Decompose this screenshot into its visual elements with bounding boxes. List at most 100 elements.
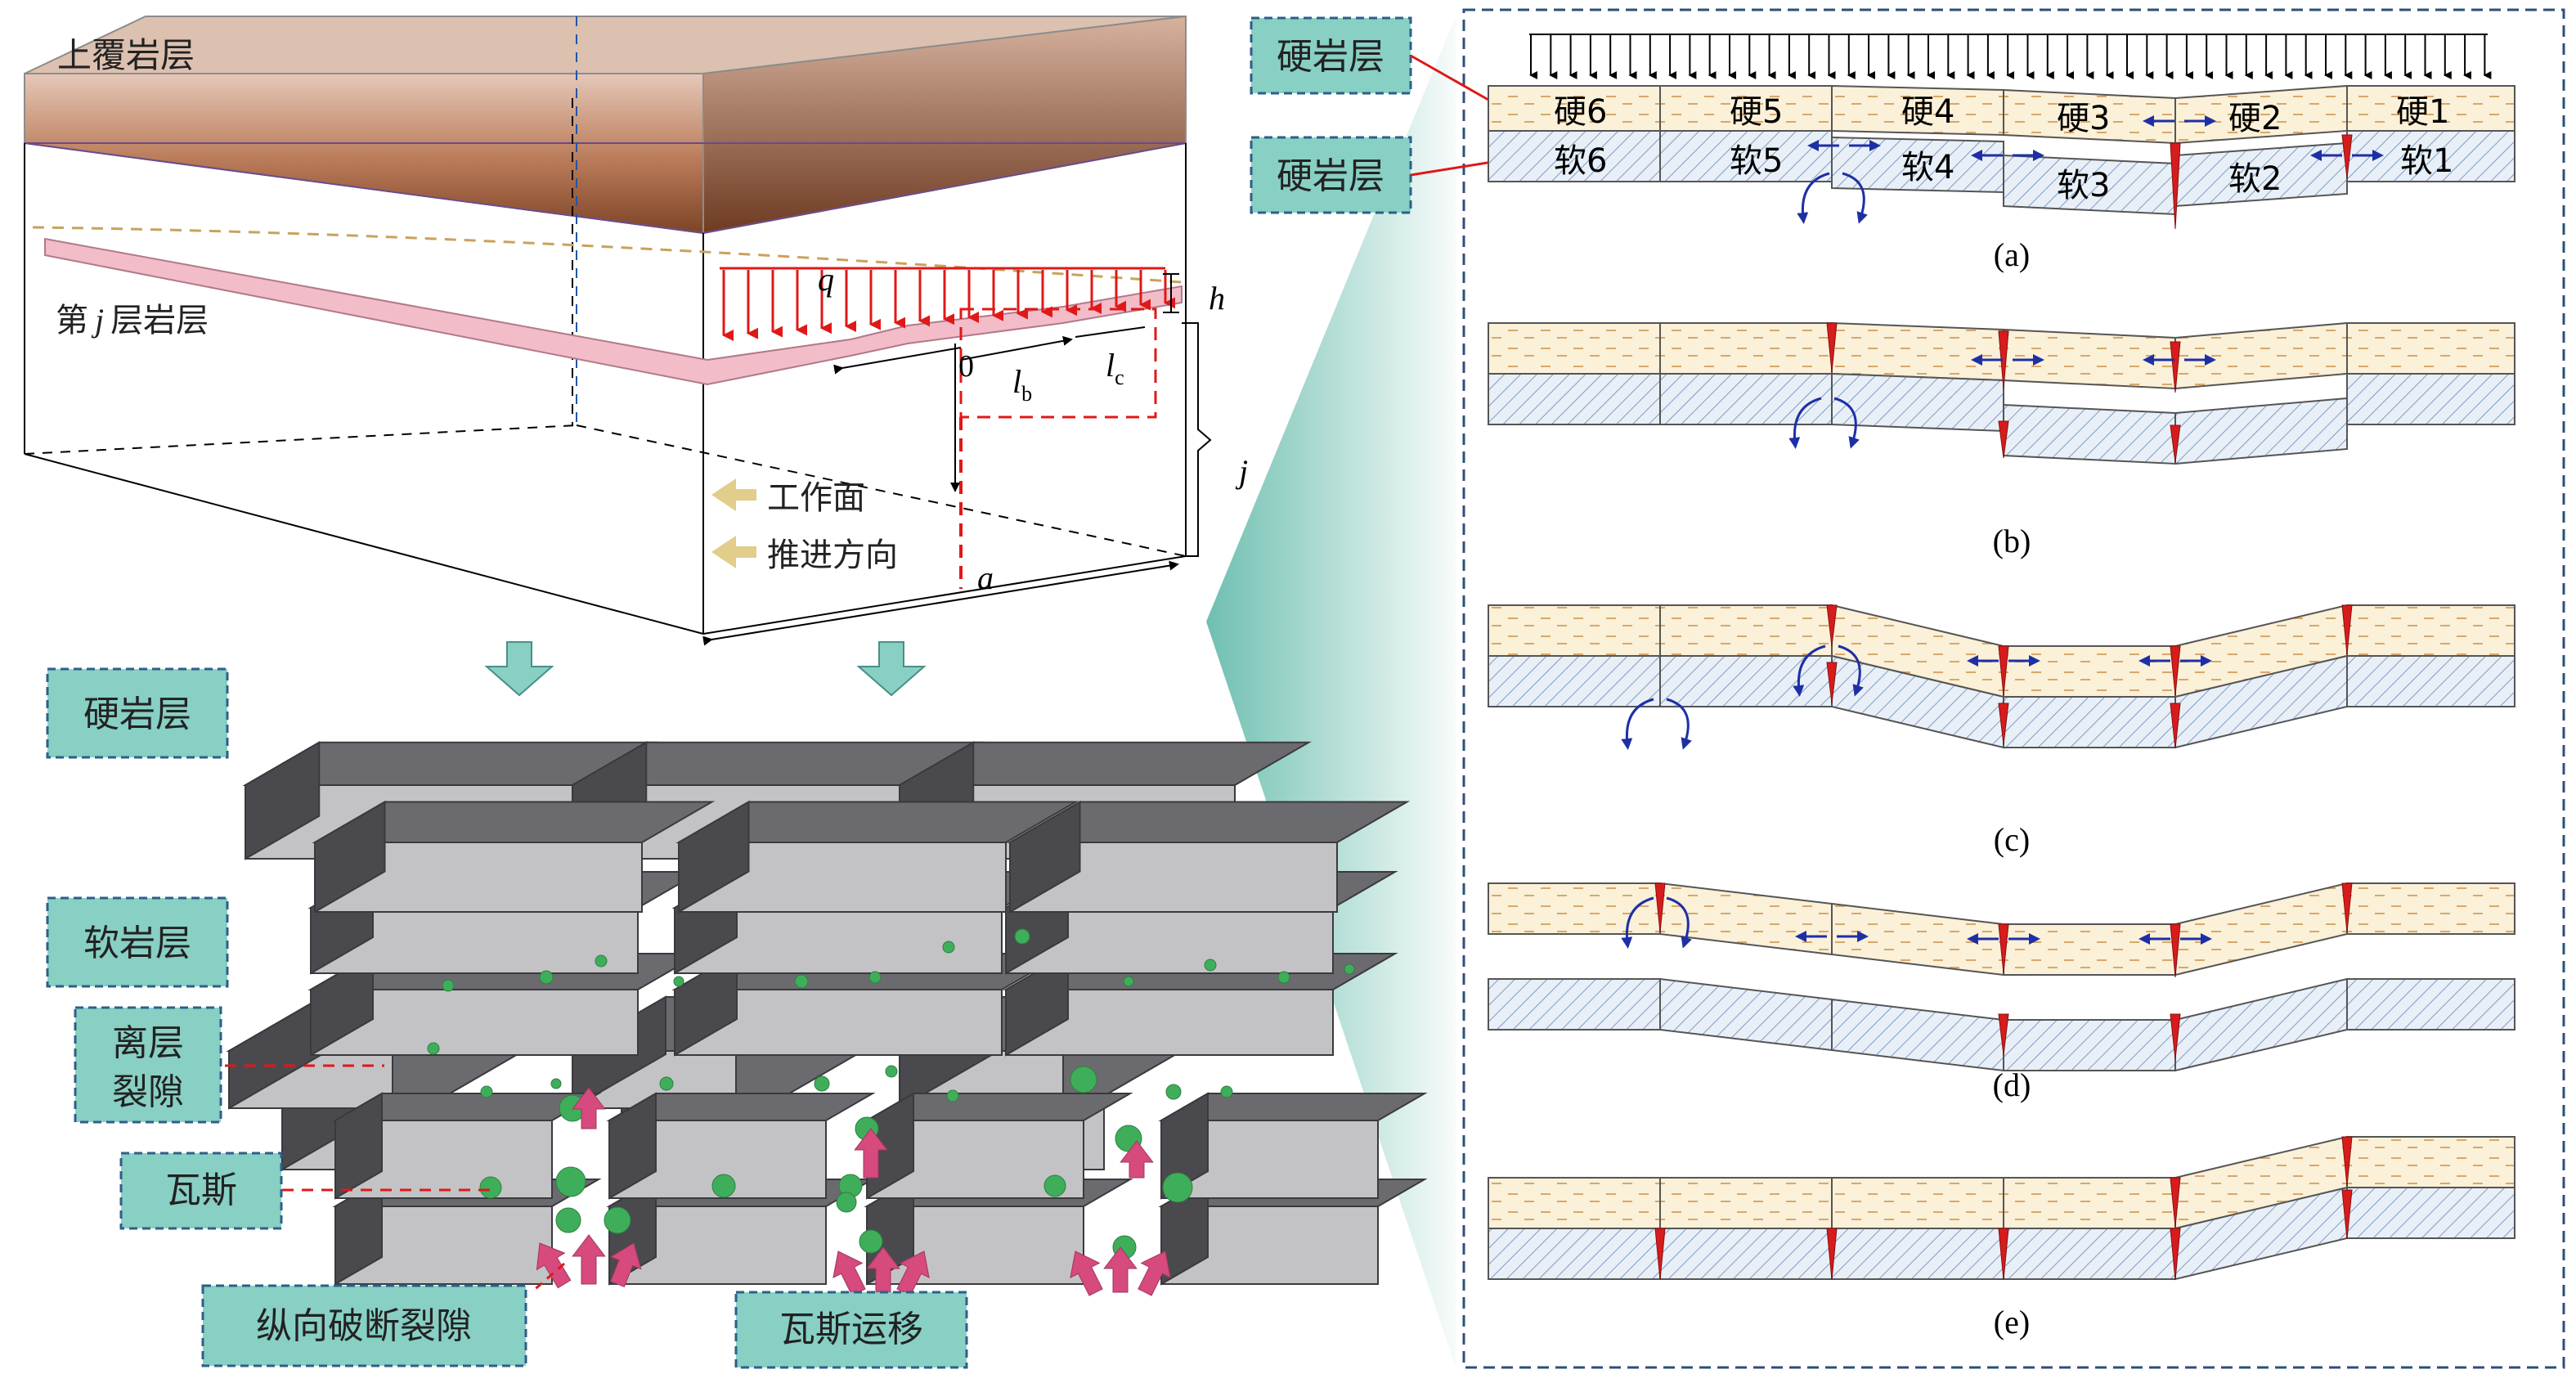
rock-block (332, 1092, 602, 1200)
svg-text:离层: 离层 (112, 1022, 184, 1064)
gas-bubble (942, 941, 955, 954)
gas-bubble (673, 976, 684, 987)
gas-arrows (536, 1087, 1171, 1296)
soft-block (2346, 1187, 2515, 1239)
flow-curl (1621, 896, 1654, 949)
label-hard-bottom: 硬岩层 (1250, 136, 1412, 214)
workface-label-2: 推进方向 (767, 537, 898, 574)
gas-bubble (1014, 928, 1030, 945)
gas-bubble (539, 970, 554, 985)
svg-text:瓦斯运移: 瓦斯运移 (779, 1309, 923, 1350)
flow-curl (1666, 698, 1692, 750)
gas-bubble (711, 1174, 736, 1198)
gas-bubble (555, 1166, 586, 1197)
down-arrow-left (484, 641, 554, 697)
svg-text:纵向破断裂隙: 纵向破断裂隙 (256, 1305, 472, 1347)
crack (2341, 604, 2353, 655)
load-arrows (722, 270, 1175, 341)
gas-bubble (1162, 1172, 1193, 1203)
gas-arrow (854, 1128, 888, 1179)
crack (1826, 322, 1838, 373)
lb-label: lb (1012, 363, 1032, 406)
block-side-face (334, 1092, 383, 1200)
block-side-face (608, 1092, 657, 1200)
gas-bubble (1123, 976, 1134, 987)
soft-block (2003, 696, 2176, 748)
svg-text:硬6: 硬6 (1554, 93, 1607, 131)
gas-arrow (1138, 1251, 1171, 1296)
svg-text:硬2: 硬2 (2228, 100, 2282, 137)
soft-block (1488, 655, 1661, 707)
crack (2341, 1189, 2353, 1240)
zero-label: 0 (958, 349, 974, 384)
crack (2170, 645, 2181, 696)
rock-block (606, 1092, 876, 1200)
svg-text:硬3: 硬3 (2057, 100, 2110, 137)
stage (1488, 321, 2515, 465)
soft-block (1488, 373, 1661, 425)
svg-text:瓦斯: 瓦斯 (165, 1170, 237, 1211)
soft-block (1659, 655, 1833, 707)
caption-d: (d) (1993, 1066, 2031, 1103)
svg-text:硬岩层: 硬岩层 (1277, 155, 1384, 197)
hard-block (1488, 1177, 1661, 1229)
soft-block (2346, 978, 2515, 1031)
soft-block (1659, 373, 1833, 425)
overburden-front-face (24, 73, 704, 235)
flow-curl (1842, 172, 1868, 224)
hard-block (2346, 322, 2515, 375)
crack (2170, 1013, 2181, 1060)
gas-bubble (794, 974, 809, 989)
gas-bubble (1344, 963, 1355, 975)
rock-block (1158, 1092, 1428, 1200)
gas-bubble (1277, 971, 1290, 984)
block-side-face (678, 800, 750, 914)
hard-block (2003, 1177, 2176, 1229)
crack (1826, 1228, 1838, 1281)
soft-block (2346, 655, 2515, 707)
label-separation: 离层 裂隙 (74, 1006, 222, 1124)
gas-bubble (659, 1076, 674, 1091)
block-side-face (1009, 800, 1081, 914)
gas-bubble (1204, 959, 1217, 972)
svg-text:硬4: 硬4 (1901, 93, 1954, 131)
overhead-load-arrows (1529, 34, 2492, 79)
q-label: q (818, 261, 834, 298)
gas-bubble (555, 1207, 581, 1233)
svg-text:软1: 软1 (2400, 142, 2453, 180)
svg-text:硬1: 硬1 (2396, 93, 2449, 131)
rock-block (1007, 800, 1411, 914)
flow-curl (1797, 172, 1830, 224)
flow-curl (1833, 397, 1860, 449)
rock-block (312, 800, 716, 914)
gas-bubble (550, 1078, 562, 1089)
a-label: a (977, 559, 994, 596)
crack (1654, 1228, 1666, 1281)
crack (2170, 703, 2181, 749)
crack (2170, 923, 2181, 978)
hard-block (1659, 322, 1833, 375)
crack (2170, 341, 2181, 393)
soft-block (2346, 373, 2515, 425)
gas-arrow (1070, 1251, 1103, 1296)
svg-text:软岩层: 软岩层 (83, 923, 191, 964)
caption-a: (a) (1994, 236, 2030, 273)
svg-text:软5: 软5 (1730, 142, 1783, 180)
gas-bubble (868, 971, 882, 984)
block-side-face (245, 741, 321, 860)
gas-arrow (572, 1087, 606, 1129)
caption-e: (e) (1994, 1304, 2030, 1340)
svg-text:硬岩层: 硬岩层 (1277, 36, 1384, 78)
crack (1998, 703, 2009, 745)
crack (2341, 134, 2353, 179)
gas-bubble (885, 1065, 898, 1078)
flow-curl (1788, 397, 1822, 449)
crack (1826, 604, 1838, 647)
hard-block (1659, 604, 1833, 657)
crack (1998, 1228, 2009, 1281)
soft-block (1659, 1228, 1833, 1280)
crack (2341, 1136, 2353, 1187)
gas-arrow (536, 1242, 572, 1289)
gas-bubble (604, 1206, 631, 1234)
